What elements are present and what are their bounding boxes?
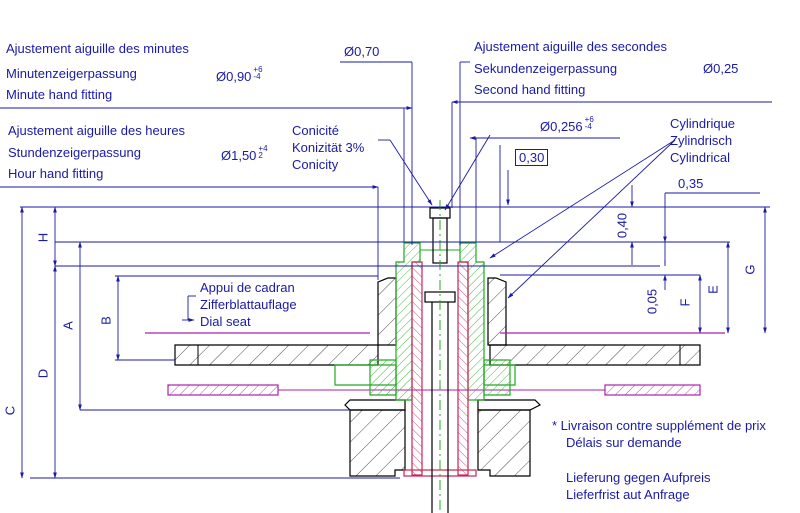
minute-fit-tol-upper: +6: [253, 65, 263, 74]
note-fr-1: * Livraison contre supplément de prix: [552, 418, 766, 433]
red-pipe: [403, 261, 477, 477]
purple-plate: [145, 332, 725, 396]
conicity-en: Conicity: [292, 157, 339, 172]
conicity-de: Konizität 3%: [292, 140, 365, 155]
dial-seat-en: Dial seat: [200, 314, 251, 329]
dial-plate: [174, 344, 701, 366]
dimension-lines: [0, 61, 772, 479]
dim-0256-value: Ø0,256: [540, 119, 583, 134]
note-fr-2: Délais sur demande: [566, 435, 682, 450]
note-de-2: Lieferfrist aut Anfrage: [566, 487, 690, 502]
letter-h: H: [35, 232, 51, 243]
second-fit-en: Second hand fitting: [474, 82, 586, 97]
dim-040: 0,40: [614, 212, 630, 239]
cylindrical-en: Cylindrical: [670, 150, 730, 165]
minute-fit-diameter: Ø0,90+6-4: [216, 65, 263, 85]
letter-f: F: [677, 298, 693, 307]
hour-fit-en: Hour hand fitting: [8, 166, 104, 181]
minute-fit-de: Minutenzeigerpassung: [6, 66, 137, 81]
second-fit-diameter: Ø0,25: [703, 61, 739, 76]
letter-e: E: [705, 285, 721, 294]
letter-c: C: [2, 405, 18, 416]
hour-wheel: [377, 277, 507, 346]
minute-fit-tol-lower: -4: [253, 72, 261, 81]
second-fit-de: Sekundenzeigerpassung: [474, 61, 618, 76]
dim-030: 0,30: [515, 149, 549, 166]
letter-d: D: [35, 368, 51, 379]
dim-005: 0,05: [644, 288, 660, 315]
shaft-diameter: Ø0,70: [344, 44, 380, 59]
note-de-1: Lieferung gegen Aufpreis: [566, 470, 711, 485]
cylindrical-de: Zylindrisch: [670, 133, 733, 148]
minute-fit-fr: Ajustement aiguille des minutes: [6, 41, 189, 56]
dim-0256-tol-lower: -4: [584, 122, 592, 131]
cylindrical-fr: Cylindrique: [670, 116, 736, 131]
hour-fit-fr: Ajustement aiguille des heures: [8, 123, 186, 138]
conicity-fr: Conicité: [292, 123, 339, 138]
dim-0256: Ø0,256+6-4: [540, 115, 594, 135]
hour-fit-tol-upper: +4: [258, 144, 268, 153]
hour-fit-de: Stundenzeigerpassung: [8, 145, 141, 160]
hour-fit-tol-lower: 2: [258, 151, 263, 160]
second-fit-fr: Ajustement aiguille des secondes: [474, 39, 667, 54]
dial-seat-de: Zifferblattauflage: [200, 297, 297, 312]
plate-body: [344, 399, 542, 477]
letter-g: G: [742, 264, 758, 275]
dim-035: 0,35: [678, 176, 704, 191]
hour-fit-diameter-value: Ø1,50: [221, 148, 257, 163]
letter-a: A: [60, 321, 76, 330]
dim-0256-tol-upper: +6: [584, 115, 594, 124]
dial-seat-fr: Appui de cadran: [200, 280, 295, 295]
minute-fit-diameter-value: Ø0,90: [216, 69, 252, 84]
letter-b: B: [98, 316, 114, 325]
minute-fit-en: Minute hand fitting: [6, 87, 113, 102]
